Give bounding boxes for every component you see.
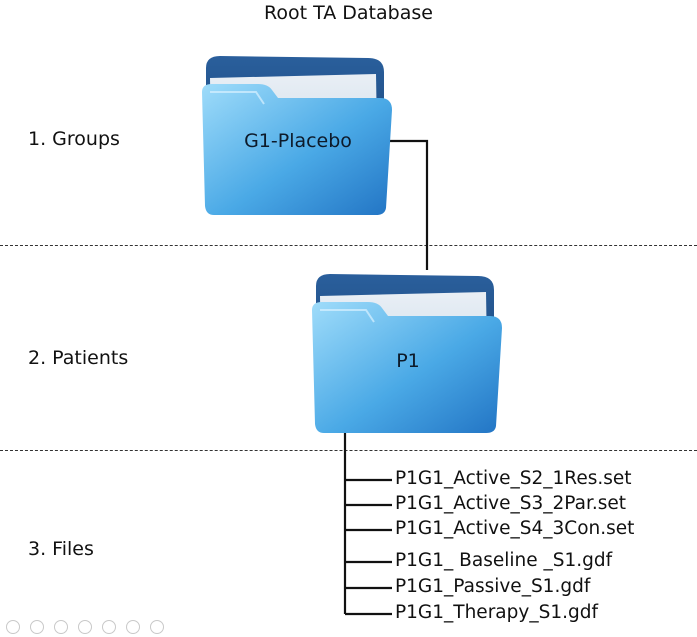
back-icon[interactable] bbox=[6, 620, 20, 634]
folder-icon bbox=[312, 274, 502, 433]
group-folder-label: G1-Placebo bbox=[244, 130, 352, 152]
level-label-groups: 1. Groups bbox=[28, 128, 120, 150]
level-label-files: 3. Files bbox=[28, 538, 94, 560]
connector-group-patient bbox=[388, 139, 429, 270]
folder-icon bbox=[202, 56, 392, 215]
file-item-4[interactable]: P1G1_ Baseline _S1.gdf bbox=[395, 550, 613, 571]
subtitles-icon[interactable] bbox=[126, 620, 140, 634]
diagram-title: Root TA Database bbox=[264, 2, 433, 24]
patient-folder[interactable]: P1 bbox=[308, 266, 508, 436]
zoom-icon[interactable] bbox=[102, 620, 116, 634]
file-item-6[interactable]: P1G1_Therapy_S1.gdf bbox=[395, 602, 598, 623]
divider-patients-files bbox=[0, 450, 697, 451]
divider-groups-patients bbox=[0, 245, 697, 246]
file-item-5[interactable]: P1G1_Passive_S1.gdf bbox=[395, 576, 591, 597]
level-label-patients: 2. Patients bbox=[28, 347, 129, 369]
more-icon[interactable] bbox=[150, 620, 164, 634]
group-folder[interactable]: G1-Placebo bbox=[198, 48, 398, 218]
play-icon[interactable] bbox=[30, 620, 44, 634]
file-item-1[interactable]: P1G1_Active_S2_1Res.set bbox=[395, 468, 632, 489]
patient-folder-label: P1 bbox=[396, 350, 420, 372]
slides-icon[interactable] bbox=[78, 620, 92, 634]
pen-icon[interactable] bbox=[54, 620, 68, 634]
file-item-2[interactable]: P1G1_Active_S3_2Par.set bbox=[395, 493, 627, 514]
file-item-3[interactable]: P1G1_Active_S4_3Con.set bbox=[395, 518, 635, 539]
